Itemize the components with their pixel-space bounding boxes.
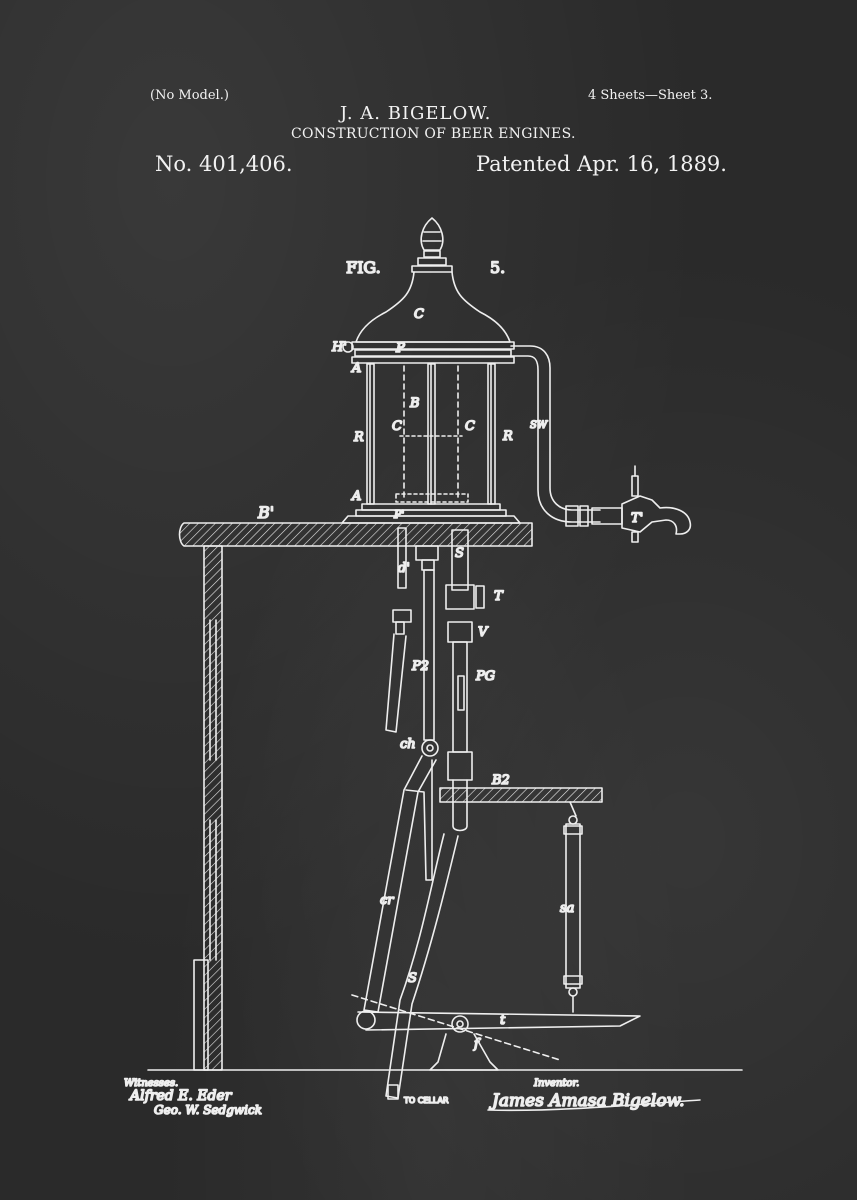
bar-counter xyxy=(147,522,743,1071)
glass-cylinder-pillars xyxy=(366,363,496,505)
label-c-top: C xyxy=(414,307,424,322)
sheet-number: 4 Sheets—Sheet 3. xyxy=(588,88,713,103)
label-t: T xyxy=(494,589,504,604)
label-ch: ch xyxy=(400,737,416,752)
label-a-upper: A xyxy=(351,361,361,376)
swan-neck-spout xyxy=(510,345,692,543)
patent-date: Patented Apr. 16, 1889. xyxy=(476,152,727,176)
patent-number: No. 401,406. xyxy=(155,152,293,176)
label-p2: P2 xyxy=(411,659,429,674)
label-b2: B2 xyxy=(491,773,510,788)
label-p1: P' xyxy=(393,508,404,521)
label-sa: sa xyxy=(560,901,574,916)
label-b1: B' xyxy=(257,503,274,522)
label-t-lower: t xyxy=(500,1013,506,1028)
label-r-right: R xyxy=(502,429,513,444)
label-cr: cr xyxy=(380,893,394,908)
pump-crank-assembly xyxy=(351,739,641,1100)
dome-cover xyxy=(342,271,515,364)
witness-signature-2: Geo. W. Sedgwick xyxy=(154,1103,262,1117)
fig-label: FIG. xyxy=(346,258,381,277)
label-f: f xyxy=(473,1037,481,1052)
label-s-upper: S xyxy=(455,546,464,561)
engine-base xyxy=(341,503,521,524)
label-d1: d' xyxy=(398,561,410,576)
inventor-label: Inventor. xyxy=(533,1078,579,1089)
witness-signature-1: Alfred E. Eder xyxy=(128,1088,233,1104)
label-sw: SW xyxy=(530,420,548,431)
inventor-signature: James Amasa Bigelow. xyxy=(489,1091,685,1111)
label-c-right: C xyxy=(465,419,475,434)
label-p: P xyxy=(395,341,405,356)
fig-number: 5. xyxy=(490,258,505,277)
label-a-lower: A xyxy=(351,489,361,504)
no-model-note: (No Model.) xyxy=(150,88,229,103)
label-to-cellar: TO CELLAR xyxy=(403,1096,449,1105)
label-r-left: R xyxy=(353,430,364,445)
label-pg: PG xyxy=(475,669,495,684)
signature-underline xyxy=(487,1099,701,1112)
label-h1: H' xyxy=(331,340,347,355)
label-v: V xyxy=(478,625,489,640)
finial xyxy=(411,217,453,273)
label-b: B xyxy=(409,396,420,411)
witnesses-label: Witnesses. xyxy=(124,1078,178,1089)
label-s-lower: S xyxy=(408,971,417,986)
label-t1: T' xyxy=(631,511,643,526)
label-c-left: C xyxy=(392,419,402,434)
patent-subject: CONSTRUCTION OF BEER ENGINES. xyxy=(291,126,576,142)
inventor-name-heading: J. A. BIGELOW. xyxy=(340,103,492,124)
shelf-and-spring xyxy=(439,787,603,1013)
